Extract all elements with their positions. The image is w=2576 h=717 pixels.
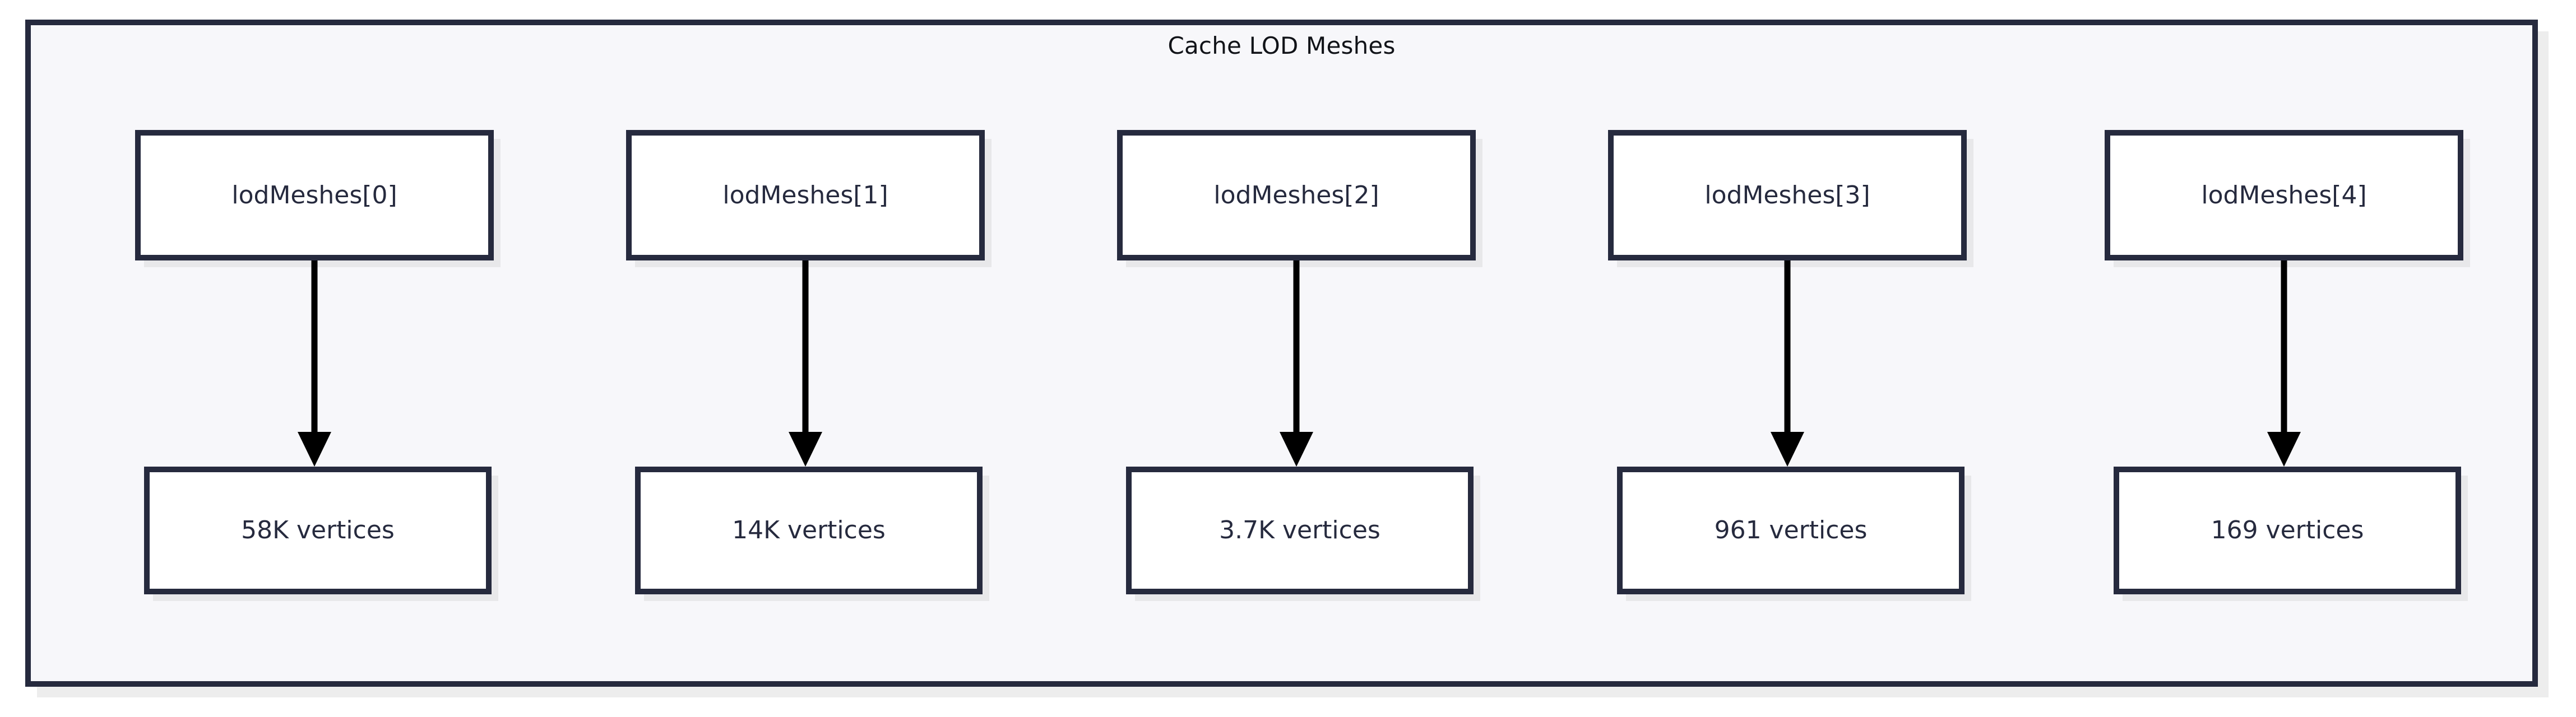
node-label: 14K vertices xyxy=(732,516,886,544)
node-label: lodMeshes[3] xyxy=(1704,180,1870,209)
edge-arrow-1 xyxy=(620,260,990,468)
diagram-column-1: lodMeshes[1] 14K vertices xyxy=(620,25,990,681)
edge-arrow-0 xyxy=(129,260,499,468)
edge-arrow-2 xyxy=(1111,260,1481,468)
node-vertices-0[interactable]: 58K vertices xyxy=(144,467,492,594)
node-label: lodMeshes[2] xyxy=(1213,180,1379,209)
diagram-column-0: lodMeshes[0] 58K vertices xyxy=(129,25,499,681)
node-lodmeshes-4[interactable]: lodMeshes[4] xyxy=(2105,130,2463,260)
node-vertices-3[interactable]: 961 vertices xyxy=(1617,467,1965,594)
node-lodmeshes-3[interactable]: lodMeshes[3] xyxy=(1608,130,1967,260)
node-lodmeshes-1[interactable]: lodMeshes[1] xyxy=(626,130,985,260)
node-vertices-1[interactable]: 14K vertices xyxy=(635,467,983,594)
node-vertices-2[interactable]: 3.7K vertices xyxy=(1126,467,1474,594)
diagram-column-3: lodMeshes[3] 961 vertices xyxy=(1602,25,1972,681)
node-label: lodMeshes[0] xyxy=(231,180,397,209)
node-label: 961 vertices xyxy=(1714,516,1868,544)
subgraph-cache-lod-meshes: Cache LOD Meshes lodMeshes[0] 58K vertic… xyxy=(25,20,2538,687)
edge-arrow-3 xyxy=(1602,260,1972,468)
subgraph-title: Cache LOD Meshes xyxy=(1167,32,1396,59)
node-vertices-4[interactable]: 169 vertices xyxy=(2114,467,2461,594)
node-label: lodMeshes[4] xyxy=(2201,180,2367,209)
node-lodmeshes-0[interactable]: lodMeshes[0] xyxy=(135,130,494,260)
diagram-column-4: lodMeshes[4] 169 vertices xyxy=(2099,25,2469,681)
node-label: 3.7K vertices xyxy=(1219,516,1380,544)
diagram-column-2: lodMeshes[2] 3.7K vertices xyxy=(1111,25,1481,681)
node-label: lodMeshes[1] xyxy=(722,180,888,209)
node-lodmeshes-2[interactable]: lodMeshes[2] xyxy=(1117,130,1476,260)
node-label: 58K vertices xyxy=(241,516,395,544)
node-label: 169 vertices xyxy=(2211,516,2364,544)
edge-arrow-4 xyxy=(2099,260,2469,468)
